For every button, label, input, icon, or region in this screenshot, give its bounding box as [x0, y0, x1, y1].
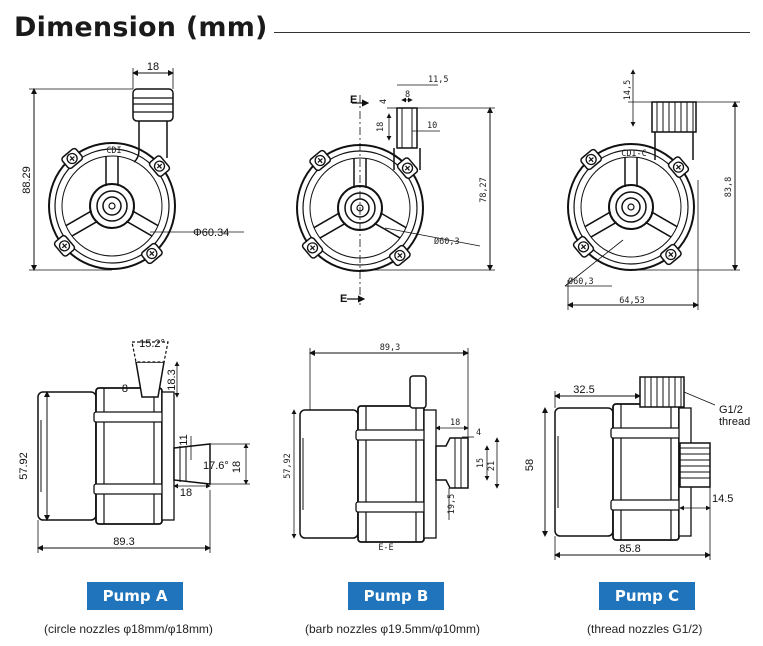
- pump-b-height: 78,27: [479, 177, 489, 203]
- pump-b-section-top: E: [350, 94, 357, 106]
- pump-c-length: 85.8: [619, 543, 640, 555]
- pump-c-thread-height: 14,5: [623, 80, 633, 100]
- pump-a-top-view: CDI 18 88.29 Φ60.34: [21, 61, 244, 271]
- pump-c-caption: (thread nozzles G1/2): [587, 622, 703, 636]
- pump-a-badge: Pump A: [87, 582, 183, 610]
- pump-a-length: 89.3: [113, 536, 134, 548]
- pump-b-side-view: 89,3 57,92 18 4 15 21 19,5 E-E: [283, 343, 500, 553]
- pump-c-side-view: 32.5 G1/2 thread 58 14.5 85.8: [524, 376, 750, 560]
- pump-b-side-18: 18: [450, 418, 460, 428]
- pump-c-height: 83,8: [724, 177, 734, 197]
- pump-b-side-21: 21: [487, 461, 497, 471]
- pump-c-side-height: 58: [524, 459, 536, 471]
- pump-c-width: 64,53: [619, 296, 645, 306]
- pump-b-dim-4: 4: [379, 99, 389, 104]
- pump-a-outlet-w: 18: [231, 461, 243, 473]
- page-title: Dimension (mm): [14, 12, 268, 43]
- pump-b-caption: (barb nozzles φ19.5mm/φ10mm): [305, 622, 480, 636]
- pump-b-top-view: E E 11,5 8 4 18 10 78,27 Ø60,3: [296, 75, 495, 305]
- pump-b-dim-18: 18: [376, 122, 386, 132]
- pump-b-dim-8: 8: [405, 90, 410, 100]
- pump-a-side-view: 15.2° 18.3 8 57.92 11 17.6° 18 18 89.3: [18, 338, 250, 553]
- pump-b-side-length: 89,3: [380, 343, 400, 353]
- pump-b-section-label: E-E: [378, 543, 393, 553]
- pump-b-dim-11-5: 11,5: [428, 75, 448, 85]
- pump-a-angle-side: 17.6°: [203, 460, 229, 472]
- pump-c-outlet-len: 14.5: [712, 493, 733, 505]
- pump-a-caption: (circle nozzles φ18mm/φ18mm): [44, 622, 213, 636]
- pump-b-badge: Pump B: [348, 582, 444, 610]
- pump-b-side-4: 4: [476, 428, 481, 438]
- title-rule: [274, 32, 750, 33]
- pump-a-logo: CDI: [106, 146, 121, 156]
- pump-a-nozzle-w: 8: [122, 383, 128, 395]
- pump-b-side-19-5: 19,5: [447, 494, 457, 514]
- pump-a-angle-top: 15.2°: [139, 338, 165, 350]
- pump-a-height: 88.29: [21, 166, 33, 194]
- pump-b-side-height: 57,92: [283, 453, 293, 479]
- pump-a-outlet-len: 18: [180, 487, 192, 499]
- pump-c-logo: CDI-C: [621, 149, 647, 159]
- pump-c-thread-label-2: thread: [719, 416, 750, 428]
- pump-a-side-height: 57.92: [18, 452, 30, 480]
- pump-a-outlet-d: 11: [178, 434, 190, 445]
- pump-c-diameter: Ø60,3: [568, 276, 594, 287]
- pump-a-diameter: Φ60.34: [193, 227, 229, 239]
- pump-b-side-15: 15: [476, 458, 486, 468]
- pump-c-offset: 32.5: [573, 384, 594, 396]
- pump-c-badge: Pump C: [599, 582, 695, 610]
- pump-c-thread-label-1: G1/2: [719, 404, 743, 416]
- pump-c-top-view: CDI-C 14,5 83,8 Ø60,3 64,53: [564, 69, 740, 310]
- pump-a-nozzle-width: 18: [147, 61, 159, 73]
- pump-b-section-bottom: E: [340, 293, 347, 305]
- pump-b-diameter: Ø60,3: [434, 236, 460, 247]
- pump-b-dim-10: 10: [427, 121, 437, 131]
- pump-a-nozzle-len: 18.3: [166, 369, 178, 390]
